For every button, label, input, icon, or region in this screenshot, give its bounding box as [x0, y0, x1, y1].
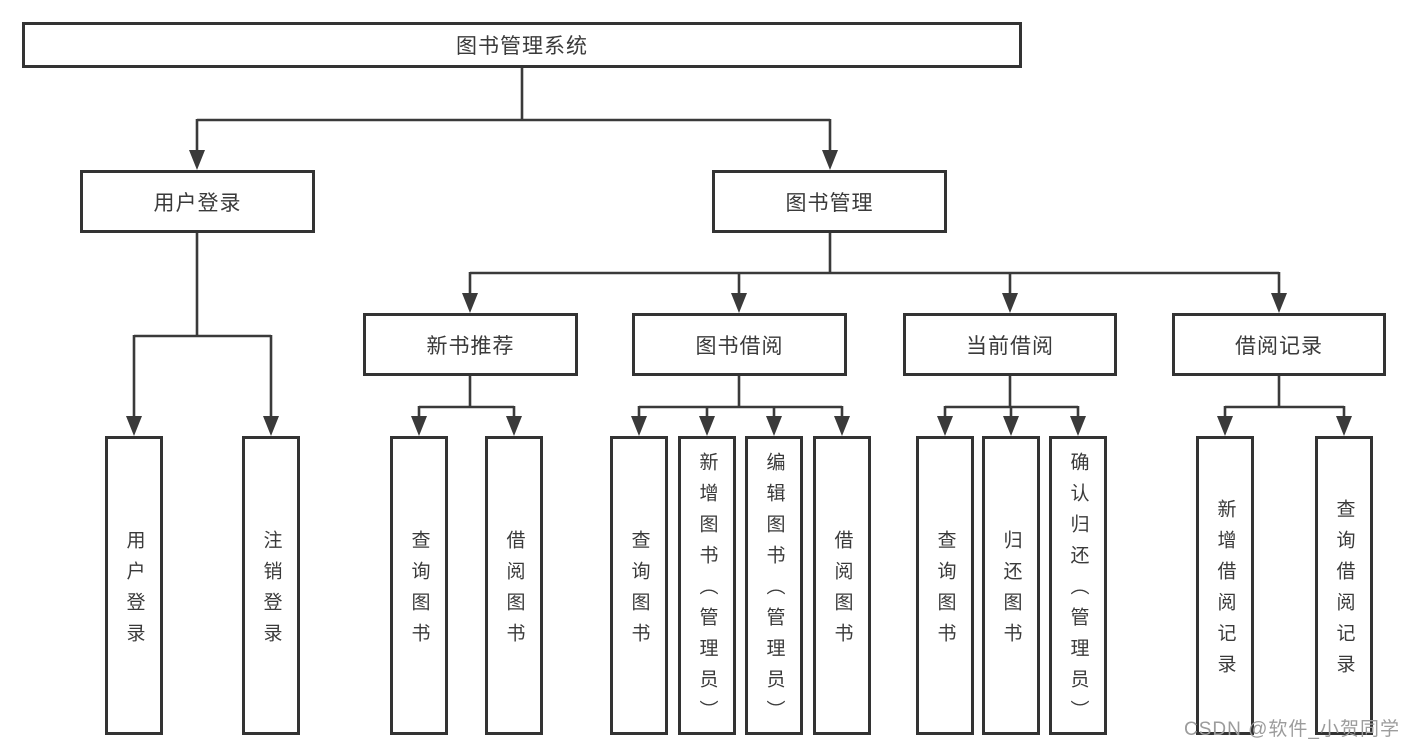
node-new-book-recommend-label: 新书推荐	[426, 334, 515, 358]
leaf-confirm-return-admin-label: 确认归还（管理员）	[1067, 452, 1089, 731]
node-new-book-recommend: 新书推荐	[363, 313, 578, 376]
node-library-system: 图书管理系统	[22, 22, 1022, 68]
leaf-query-books-borrow-label: 查询图书	[628, 529, 650, 654]
leaf-query-books-recommend: 查询图书	[390, 436, 448, 735]
leaf-logout-label: 注销登录	[260, 529, 282, 654]
leaf-edit-books-admin: 编辑图书（管理员）	[745, 436, 803, 735]
node-book-management-label: 图书管理	[785, 191, 874, 215]
node-library-system-label: 图书管理系统	[456, 35, 588, 58]
node-borrow-records-label: 借阅记录	[1235, 334, 1323, 358]
leaf-query-books-recommend-label: 查询图书	[408, 529, 430, 654]
leaf-borrow-books-recommend-label: 借阅图书	[503, 529, 525, 654]
leaf-query-books-current-label: 查询图书	[934, 529, 956, 654]
leaf-query-books-current: 查询图书	[916, 436, 974, 735]
node-current-borrow-label: 当前借阅	[966, 334, 1054, 358]
leaf-query-borrow-record: 查询借阅记录	[1315, 436, 1373, 735]
node-book-borrow: 图书借阅	[632, 313, 847, 376]
leaf-return-books-label: 归还图书	[1000, 529, 1022, 654]
node-current-borrow: 当前借阅	[903, 313, 1117, 376]
leaf-return-books: 归还图书	[982, 436, 1040, 735]
node-user-login-label: 用户登录	[153, 191, 242, 215]
node-borrow-records: 借阅记录	[1172, 313, 1386, 376]
node-book-borrow-label: 图书借阅	[695, 334, 784, 358]
node-user-login: 用户登录	[80, 170, 315, 233]
leaf-confirm-return-admin: 确认归还（管理员）	[1049, 436, 1107, 735]
leaf-query-books-borrow: 查询图书	[610, 436, 668, 735]
leaf-logout: 注销登录	[242, 436, 300, 735]
leaf-borrow-books-label: 借阅图书	[831, 529, 853, 654]
leaf-borrow-books: 借阅图书	[813, 436, 871, 735]
leaf-add-borrow-record: 新增借阅记录	[1196, 436, 1254, 735]
csdn-watermark: CSDN @软件_小贺同学	[1184, 719, 1400, 740]
leaf-edit-books-admin-label: 编辑图书（管理员）	[763, 452, 785, 731]
leaf-add-borrow-record-label: 新增借阅记录	[1214, 498, 1236, 685]
leaf-borrow-books-recommend: 借阅图书	[485, 436, 543, 735]
leaf-user-login-label: 用户登录	[123, 529, 145, 654]
leaf-add-books-admin: 新增图书（管理员）	[678, 436, 736, 735]
node-book-management: 图书管理	[712, 170, 947, 233]
leaf-user-login: 用户登录	[105, 436, 163, 735]
arrowheads	[126, 150, 1352, 436]
leaf-query-borrow-record-label: 查询借阅记录	[1333, 498, 1355, 685]
leaf-add-books-admin-label: 新增图书（管理员）	[696, 452, 718, 731]
